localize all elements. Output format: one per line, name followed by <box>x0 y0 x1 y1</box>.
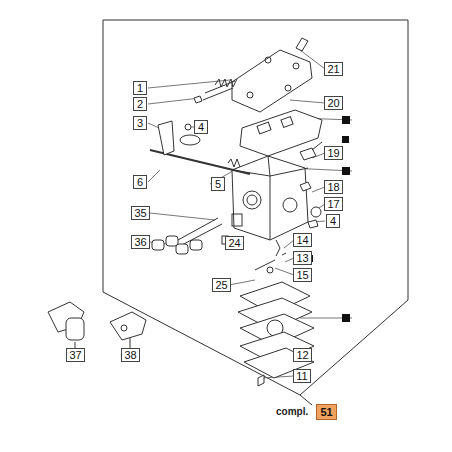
callout-number: 25 <box>212 278 231 292</box>
leader-lines <box>148 50 352 378</box>
callout-number: 4 <box>194 120 208 134</box>
fuel-fitting <box>300 142 322 160</box>
callout-number: 35 <box>131 206 150 220</box>
spring <box>228 159 240 167</box>
callout-number: 24 <box>225 236 244 250</box>
callout-number: 13 <box>293 251 312 265</box>
callout-number: 17 <box>324 197 343 211</box>
callout-number: 15 <box>293 268 312 282</box>
note-label: compl. <box>276 406 308 417</box>
callout-number: 19 <box>324 146 343 160</box>
callout-text: 6 <box>137 176 143 188</box>
callout-number: 36 <box>131 235 150 249</box>
callout-text: 38 <box>124 349 136 361</box>
throttle-plate <box>180 135 200 145</box>
throttle-lever <box>158 121 174 155</box>
callout-number: 20 <box>324 96 343 110</box>
callout-text: 20 <box>327 97 339 109</box>
callout-text: 24 <box>228 237 240 249</box>
callout-text: 36 <box>134 236 146 248</box>
carburetor-body <box>232 156 308 240</box>
callout-text: 21 <box>327 63 339 75</box>
callout-text: 13 <box>296 252 308 264</box>
inlet-needle <box>255 240 286 270</box>
callout-text: 2 <box>137 98 143 110</box>
callout-number: 5 <box>211 177 225 191</box>
callout-number: 2 <box>133 97 147 111</box>
screw <box>203 81 235 100</box>
callout-number: 21 <box>324 62 343 76</box>
callout-number: 6 <box>133 175 147 189</box>
callout-text: 35 <box>134 207 146 219</box>
callout-text: 4 <box>330 215 336 227</box>
spring <box>215 79 237 87</box>
callout-number: 1 <box>133 81 147 95</box>
callout-text: 17 <box>327 198 339 210</box>
callout-text: 25 <box>215 279 227 291</box>
metering-diaphragm <box>238 282 314 378</box>
callout-text: 5 <box>215 178 221 190</box>
callout-number: 4 <box>326 214 340 228</box>
callout-text: 15 <box>296 269 308 281</box>
callout-number: 11 <box>293 369 311 383</box>
pump-cover <box>232 50 312 112</box>
assembly-number: 51 <box>316 404 337 420</box>
callout-text: 4 <box>198 121 204 133</box>
callout-text: 1 <box>137 82 143 94</box>
callout-text: 3 <box>137 117 143 129</box>
callout-number: 18 <box>324 180 343 194</box>
kit-marker <box>306 116 350 322</box>
frame-outline <box>103 20 408 395</box>
callout-number: 12 <box>293 348 312 362</box>
callout-text: 18 <box>327 181 339 193</box>
callout-number: 38 <box>121 348 140 362</box>
callout-text: 37 <box>69 349 81 361</box>
callout-number: 3 <box>133 116 147 130</box>
callout-text: 12 <box>296 349 308 361</box>
callout-text: 11 <box>296 370 307 382</box>
callout-text: 19 <box>327 147 339 159</box>
callout-text: 51 <box>320 406 332 418</box>
callout-text: 14 <box>296 234 308 246</box>
callout-number: 14 <box>293 233 312 247</box>
choke-cover <box>110 312 146 340</box>
callout-number: 37 <box>66 348 85 362</box>
